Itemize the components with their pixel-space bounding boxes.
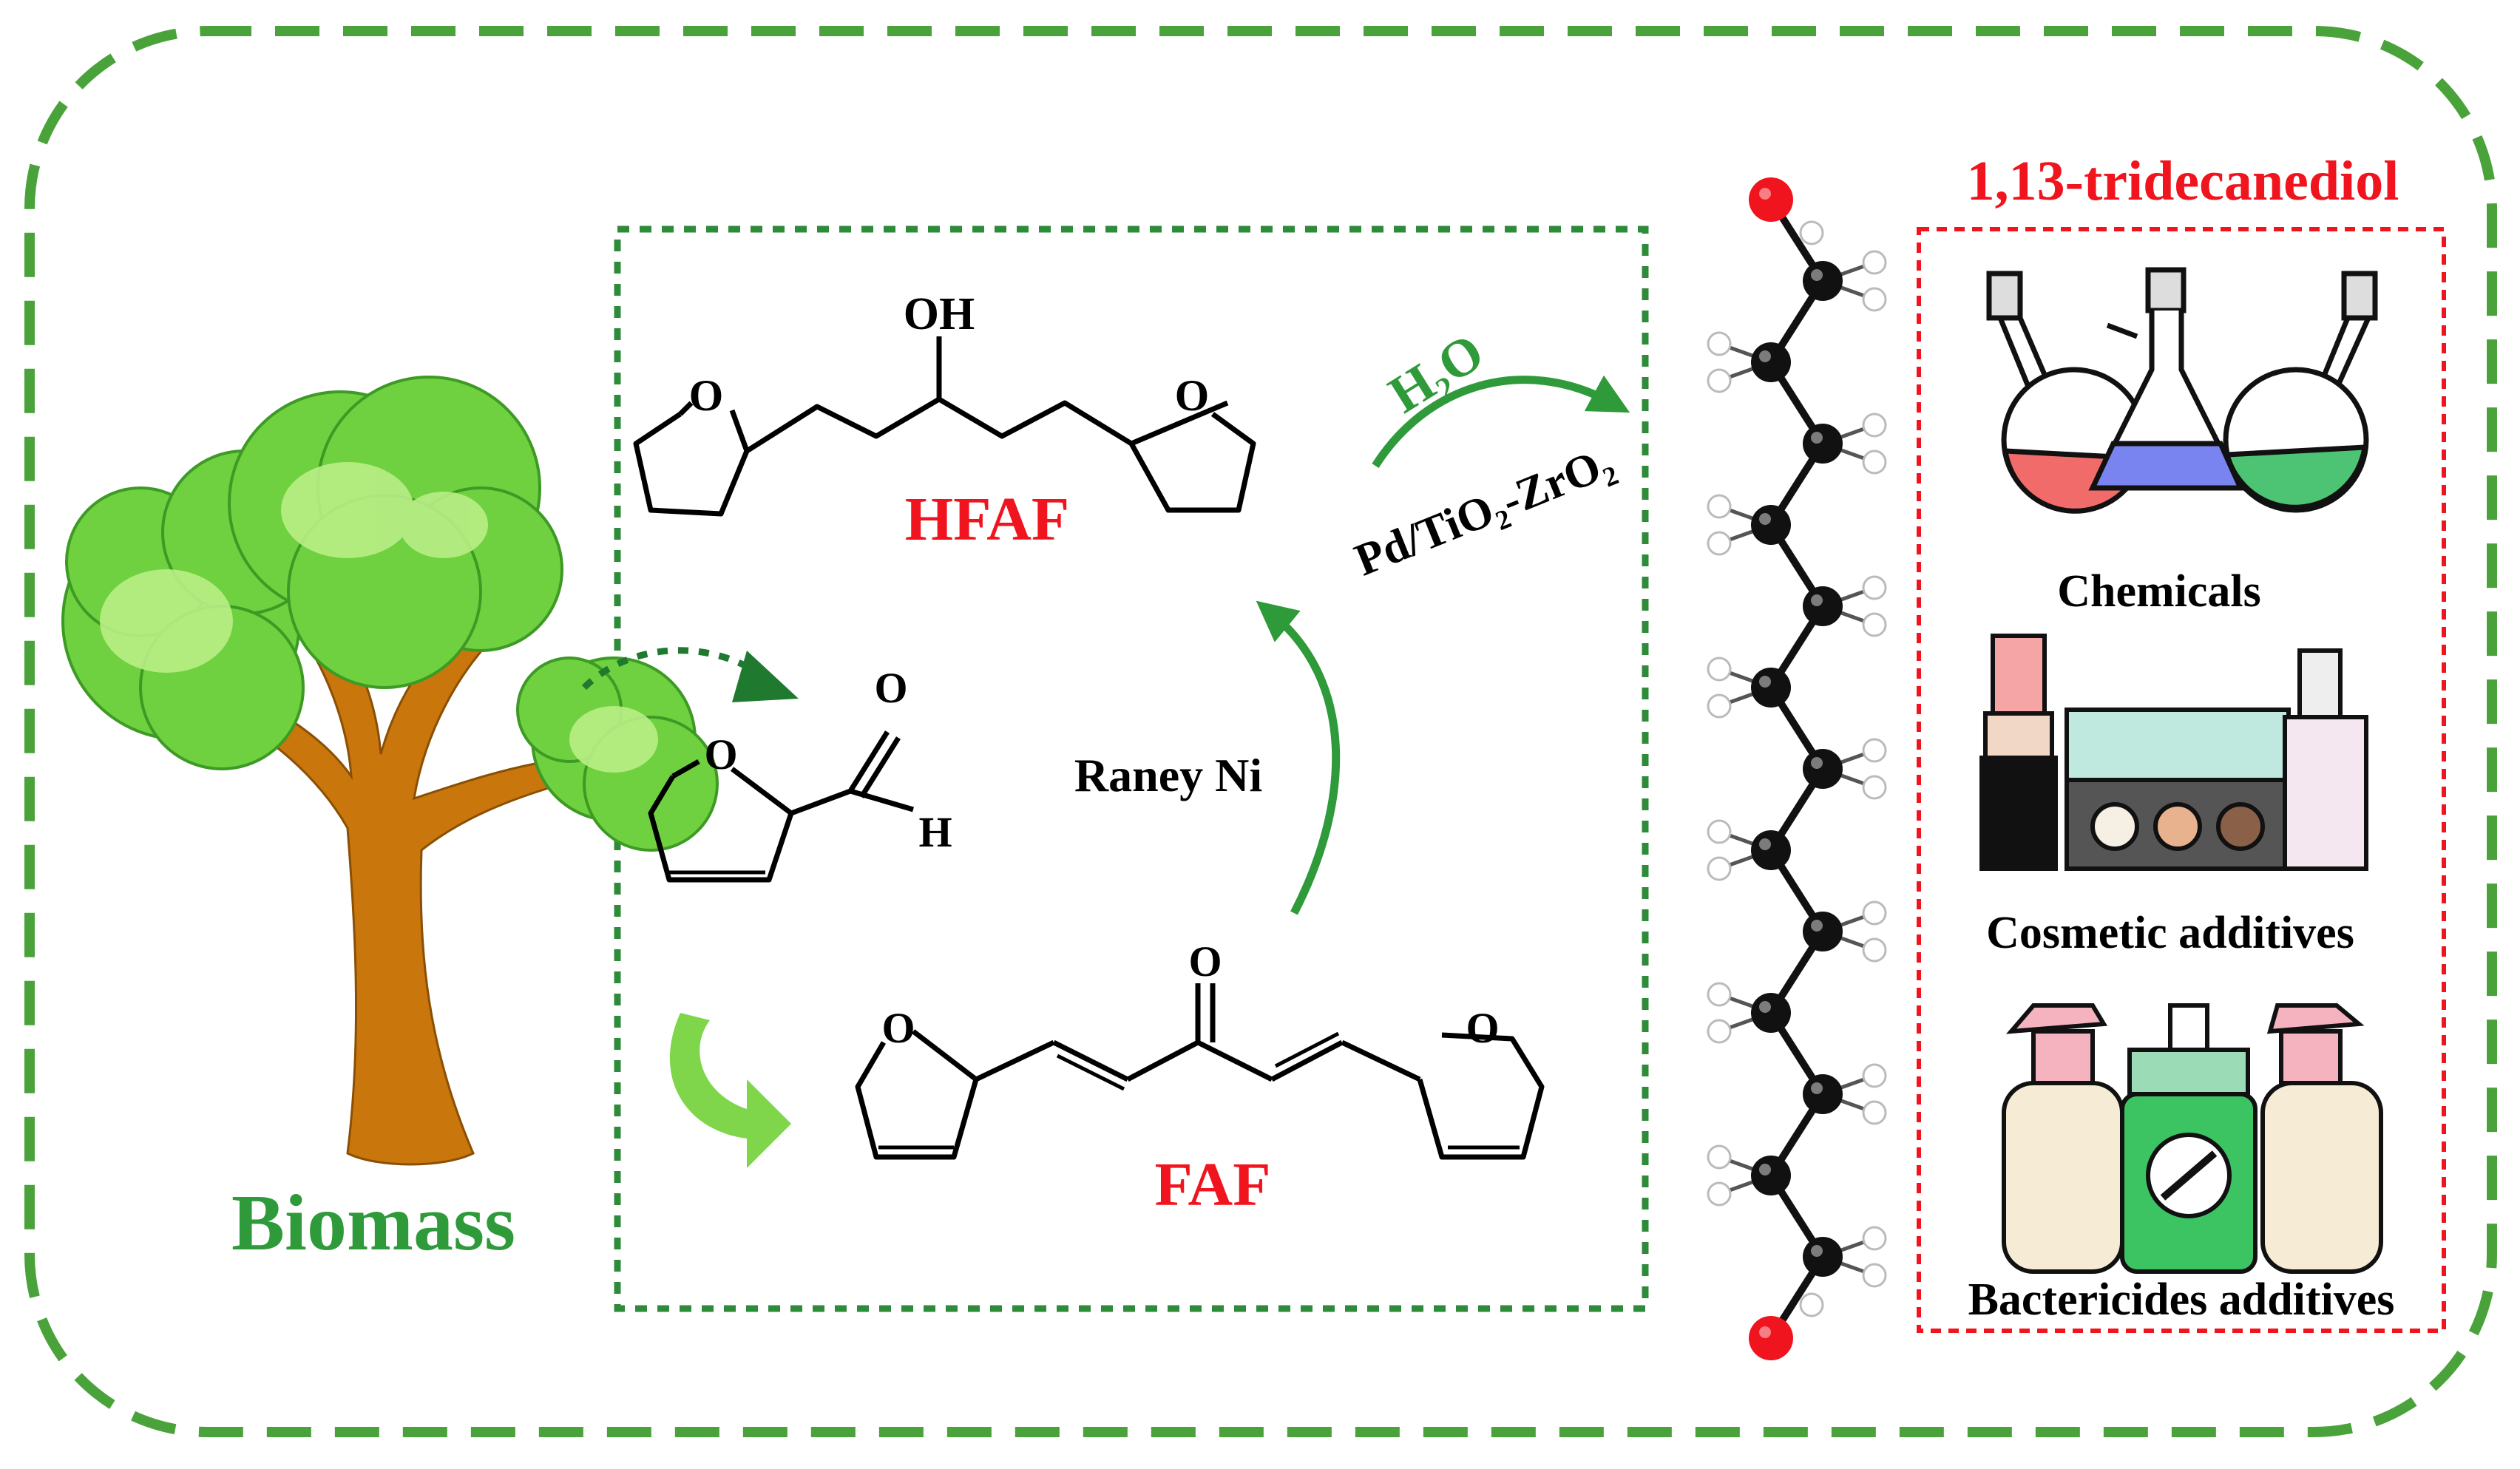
hfaf-right-o: O	[1175, 371, 1210, 420]
chain-hydrogen	[1862, 775, 1887, 800]
chain-hydrogen	[1862, 1063, 1887, 1088]
chain-oxygen	[1749, 1316, 1793, 1360]
hdo-arrow	[1372, 375, 1630, 468]
chain-hydrogen	[1707, 368, 1732, 393]
faf-carbonyl-o: O	[1188, 937, 1222, 985]
chain-hydroxyl-hydrogen	[1799, 220, 1824, 245]
product-title: 1,13-tridecanediol	[1967, 150, 2399, 212]
chain-carbon	[1803, 912, 1843, 951]
furfural-ring-o: O	[704, 730, 737, 778]
raney-label: Raney Ni	[1074, 749, 1262, 801]
hfaf-molecule	[633, 336, 1256, 517]
chain-hydroxyl-hydrogen	[1799, 1292, 1824, 1317]
chain-hydrogen	[1707, 693, 1732, 719]
chain-hydrogen	[1862, 1263, 1887, 1288]
application-bactericides: Bactericides additives	[1968, 1275, 2395, 1325]
chain-highlight	[1811, 432, 1823, 444]
application-chemicals: Chemicals	[2057, 566, 2261, 617]
chain-hydrogen	[1862, 937, 1887, 963]
chain-highlight	[1811, 920, 1823, 932]
chain-highlight	[1811, 757, 1823, 769]
chain-highlight	[1759, 513, 1771, 525]
chain-hydrogen	[1707, 657, 1732, 682]
chain-carbon	[1803, 1237, 1843, 1277]
cosmetics-icon	[1979, 634, 2368, 871]
chain-hydrogen	[1862, 1226, 1887, 1251]
chain-hydrogen	[1862, 250, 1887, 275]
chain-oxygen	[1749, 177, 1793, 222]
chain-hydrogen	[1862, 612, 1887, 637]
bactericides-icon	[2002, 1003, 2383, 1274]
chain-highlight	[1811, 1082, 1823, 1094]
chain-carbon	[1751, 993, 1791, 1033]
chain-hydrogen	[1707, 1019, 1732, 1044]
chain-carbon	[1803, 1074, 1843, 1114]
chain-carbon	[1751, 668, 1791, 708]
chain-carbon	[1751, 505, 1791, 545]
chain-hydrogen	[1707, 331, 1732, 356]
chain-carbon	[1751, 830, 1791, 870]
furfural-molecule	[648, 730, 914, 883]
furfural-carbonyl-o: O	[874, 664, 907, 712]
hfaf-left-o: O	[689, 371, 724, 420]
faf-molecule	[855, 983, 1545, 1160]
tree-icon	[61, 376, 719, 1166]
flasks-icon	[1986, 267, 2378, 514]
chain-highlight	[1759, 350, 1771, 362]
furfural-h: H	[918, 808, 952, 856]
tridecanediol-model	[1707, 177, 1887, 1360]
outer-frame	[24, 26, 2497, 1437]
chain-hydrogen	[1707, 856, 1732, 881]
chain-hydrogen	[1707, 1181, 1732, 1207]
chain-highlight	[1811, 269, 1823, 281]
chain-hydrogen	[1862, 575, 1887, 600]
condensation-arrow	[669, 1013, 791, 1168]
chain-carbon	[1803, 749, 1843, 789]
applications-box	[1917, 227, 2446, 1333]
chain-highlight	[1759, 1164, 1771, 1175]
chain-hydrogen	[1862, 900, 1887, 926]
chain-hydrogen	[1862, 449, 1887, 475]
chain-highlight	[1759, 838, 1771, 850]
chain-hydrogen	[1862, 413, 1887, 438]
hfaf-oh: OH	[904, 289, 975, 339]
faf-label: FAF	[1154, 1150, 1270, 1219]
chain-carbon	[1751, 1156, 1791, 1195]
chain-highlight	[1759, 676, 1771, 688]
biomass-label: Biomass	[231, 1179, 515, 1267]
application-cosmetic: Cosmetic additives	[1986, 908, 2354, 958]
chain-hydrogen	[1707, 819, 1732, 844]
chain-carbon	[1803, 424, 1843, 464]
chain-highlight	[1759, 1001, 1771, 1013]
chain-highlight	[1811, 1245, 1823, 1257]
hfaf-label: HFAF	[905, 485, 1069, 554]
reaction-box	[614, 225, 1649, 1312]
chain-hydrogen	[1862, 738, 1887, 763]
chain-hydrogen	[1707, 494, 1732, 519]
chain-hydrogen	[1707, 982, 1732, 1007]
tree-arrowhead	[732, 651, 799, 702]
chain-carbon	[1803, 261, 1843, 301]
faf-left-o: O	[881, 1004, 915, 1052]
chain-hydrogen	[1862, 287, 1887, 312]
catalyst-label: Pd/TiO₂-ZrO₂	[1348, 437, 1621, 586]
faf-right-o: O	[1466, 1004, 1499, 1052]
chain-highlight	[1759, 188, 1771, 200]
chain-highlight	[1811, 594, 1823, 606]
chain-hydrogen	[1862, 1100, 1887, 1125]
chain-hydrogen	[1707, 531, 1732, 556]
chain-highlight	[1759, 1326, 1771, 1338]
chain-carbon	[1751, 342, 1791, 382]
chain-carbon	[1803, 586, 1843, 626]
chain-hydrogen	[1707, 1144, 1732, 1170]
raney-arrow	[1256, 600, 1341, 915]
